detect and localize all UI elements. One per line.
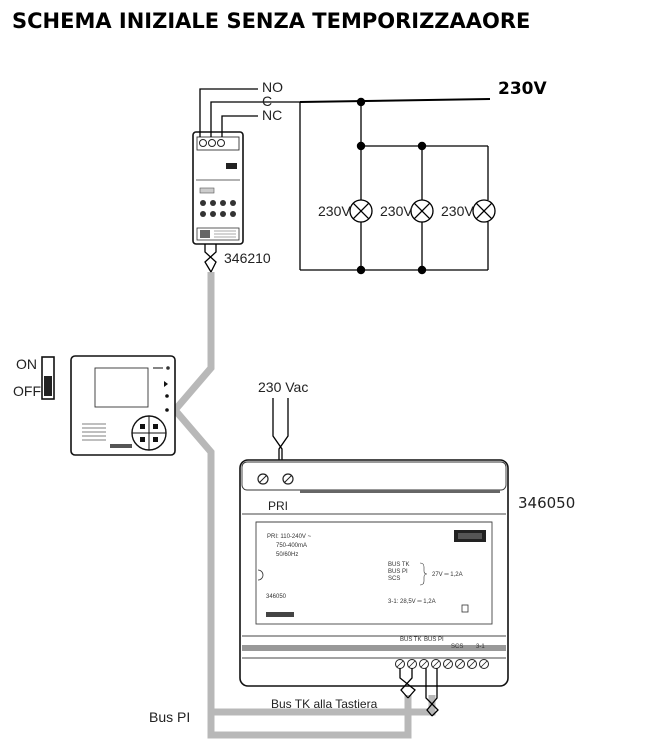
spec-line: 750-400mA xyxy=(276,543,307,549)
junction-dot xyxy=(356,97,366,107)
on-off-switch[interactable] xyxy=(41,356,55,400)
input-voltage-label: 230 Vac xyxy=(258,379,308,395)
output-line: BUS PI xyxy=(388,569,408,575)
wire-c xyxy=(210,101,300,137)
spec-line: PRI: 110-240V ~ xyxy=(267,534,312,540)
lamp-1 xyxy=(349,146,373,270)
spec-line: 50/60Hz xyxy=(276,552,298,558)
code-label: 346050 xyxy=(266,594,287,600)
power-supply-unit xyxy=(239,459,509,687)
terminal-label: BUS PI xyxy=(424,637,444,643)
mains-line xyxy=(299,98,491,103)
lamp-1-label: 230V xyxy=(318,203,351,219)
bus-tk-wire xyxy=(399,668,416,699)
contact-c-label: C xyxy=(262,93,272,109)
relay-bus-wire xyxy=(204,244,217,273)
output-rating: 27V ═ 1,2A xyxy=(432,572,463,578)
output-line: BUS TK xyxy=(388,562,410,568)
bus-pi-wire xyxy=(426,668,438,717)
relay-module xyxy=(192,131,244,245)
relay-model-label: 346210 xyxy=(224,250,271,266)
bus-tk-label: Bus TK alla Tastiera xyxy=(271,697,378,711)
output-line: SCS xyxy=(388,576,400,582)
relay-bus-wire xyxy=(204,244,217,273)
mains-input-wire xyxy=(272,398,283,462)
lamp-3 xyxy=(472,146,496,270)
pri-label: PRI xyxy=(268,499,288,513)
wire-no xyxy=(199,88,258,137)
mains-input-wire xyxy=(278,398,289,462)
switch-off-label: OFF xyxy=(13,383,41,399)
lamp-2 xyxy=(410,146,434,270)
intercom-monitor xyxy=(70,355,176,456)
lamp-3-label: 230V xyxy=(441,203,474,219)
terminal-label: BUS TK xyxy=(400,637,422,643)
switch-on-label: ON xyxy=(16,356,37,372)
diagram-title: SCHEMA INIZIALE SENZA TEMPORIZZAAORE xyxy=(12,9,530,33)
terminal-label: 3-1 xyxy=(476,644,485,650)
power-supply-model-label: 346050 xyxy=(518,494,575,512)
contact-no-label: NO xyxy=(262,79,283,95)
bus-pi-label: Bus PI xyxy=(149,709,190,725)
terminal-label: SCS xyxy=(451,644,463,650)
lamp-2-label: 230V xyxy=(380,203,413,219)
bus-tk-wire xyxy=(400,668,413,699)
wire-nc xyxy=(221,115,258,137)
contact-nc-label: NC xyxy=(262,107,282,123)
brace xyxy=(419,562,428,586)
aux-rating: 3-1: 28,5V ═ 1,2A xyxy=(388,599,436,605)
bus-cable-branch xyxy=(211,695,436,716)
monitor-screen xyxy=(94,367,149,408)
mains-supply-label: 230V xyxy=(498,79,547,99)
bus-cable xyxy=(170,272,412,739)
